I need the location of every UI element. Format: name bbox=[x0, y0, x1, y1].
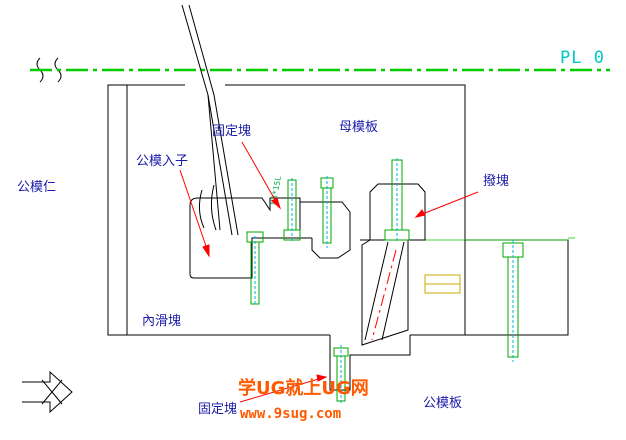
label-fixed-block-bottom: 固定塊 bbox=[198, 401, 237, 417]
screw-wedge bbox=[384, 158, 410, 242]
small-block bbox=[424, 274, 461, 294]
label-cavity-plate: 母模板 bbox=[339, 120, 378, 135]
label-wedge-block: 撥塊 bbox=[483, 173, 509, 189]
pl-label: PL 0 bbox=[560, 48, 605, 68]
screw-fixed-1 bbox=[283, 178, 301, 242]
label-core-insert: 公模仁 bbox=[17, 180, 56, 195]
screw-core-plate bbox=[502, 240, 524, 362]
screw-insert bbox=[246, 231, 264, 305]
screw-fixed-2 bbox=[320, 176, 334, 248]
screw-lower bbox=[333, 345, 349, 405]
leaders bbox=[179, 141, 479, 403]
mold-outline bbox=[107, 84, 575, 336]
direction-arrow-icon bbox=[22, 370, 73, 414]
watermark-url: www.9sug.com bbox=[240, 406, 341, 422]
inner-slide bbox=[189, 197, 351, 279]
label-core-sub-insert: 公模入子 bbox=[136, 154, 188, 169]
label-core-plate: 公模板 bbox=[423, 396, 462, 411]
label-fixed-block-top: 固定塊 bbox=[212, 123, 251, 139]
watermark-title: 学UG就上UG网 bbox=[238, 377, 369, 399]
lower-fixed-block bbox=[329, 335, 411, 391]
label-inner-slide: 內滑塊 bbox=[142, 313, 181, 329]
core-sub-insert bbox=[181, 4, 239, 236]
